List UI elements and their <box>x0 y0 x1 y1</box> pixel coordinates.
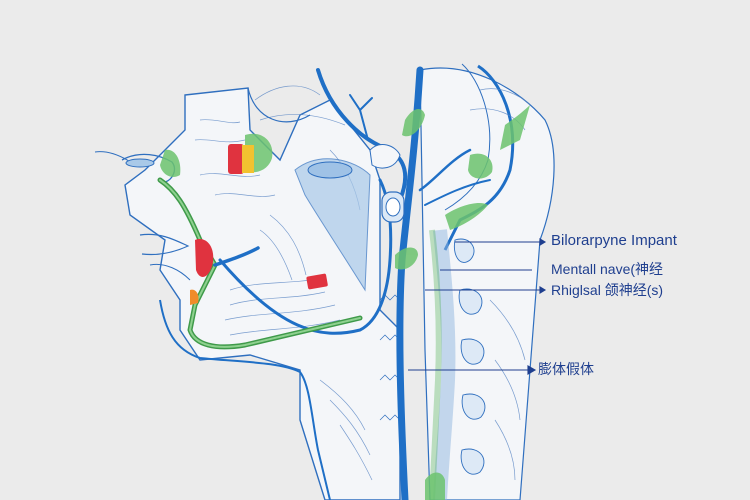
implant-markers <box>190 144 328 305</box>
joint-detail <box>369 144 405 223</box>
label-mental-nerve: Mentall nave(神经 <box>551 261 664 277</box>
spine-region <box>379 63 555 500</box>
head-silhouette <box>94 85 401 500</box>
label-pointers <box>408 238 547 375</box>
label-expanded-prosthesis: 膨体假体 <box>538 361 594 377</box>
label-implant: Bilorarpyne Impant <box>551 232 677 249</box>
nerve-paths <box>157 177 363 350</box>
label-rhiglsal-nerve: Rhiglsal 颌神经(s) <box>551 282 664 298</box>
green-highlights <box>160 105 530 500</box>
